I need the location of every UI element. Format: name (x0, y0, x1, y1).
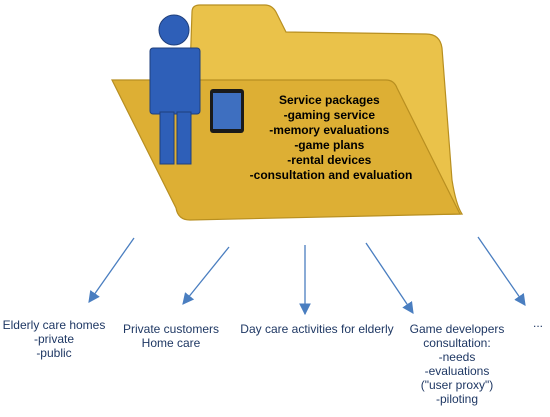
service-item: -rental devices (287, 153, 371, 167)
target-elderly-care-homes: Elderly care homes -private -public (0, 318, 108, 360)
label-line: Private customers (122, 322, 220, 336)
arrow-game-developers (365, 242, 414, 314)
target-more: ... (528, 316, 548, 330)
label-line: -piloting (435, 392, 479, 406)
service-item: -memory evaluations (269, 123, 389, 137)
service-item: -gaming service (284, 108, 376, 122)
tablet-icon (210, 89, 244, 133)
label-line: -private (33, 332, 74, 346)
person-icon (149, 14, 201, 165)
service-packages-title: Service packages (279, 93, 380, 107)
target-private-customers: Private customers Home care (116, 322, 226, 350)
label-line: -evaluations (424, 364, 490, 378)
service-item: -consultation and evaluation (250, 168, 413, 182)
service-packages-text: Service packages -gaming service -memory… (250, 93, 413, 182)
label-line: Day care activities for elderly (240, 322, 394, 336)
label-line: ... (532, 316, 543, 330)
label-line: Home care (141, 336, 201, 350)
arrow-elderly-care (88, 237, 135, 303)
target-game-developers: Game developers consultation: -needs -ev… (404, 322, 510, 406)
folder-front (111, 79, 461, 221)
label-line: Elderly care homes (2, 318, 106, 332)
arrow-private-customers (182, 246, 230, 305)
target-day-care: Day care activities for elderly (238, 322, 396, 336)
label-line: -public (36, 346, 72, 360)
label-line: -needs (438, 350, 476, 364)
arrow-more (477, 236, 526, 306)
label-line: ("user proxy") (420, 378, 494, 392)
service-item: -game plans (294, 138, 364, 152)
folder-icon (111, 4, 464, 221)
label-line: Game developers (409, 322, 505, 336)
label-line: consultation: (423, 336, 491, 350)
arrows (88, 236, 526, 316)
